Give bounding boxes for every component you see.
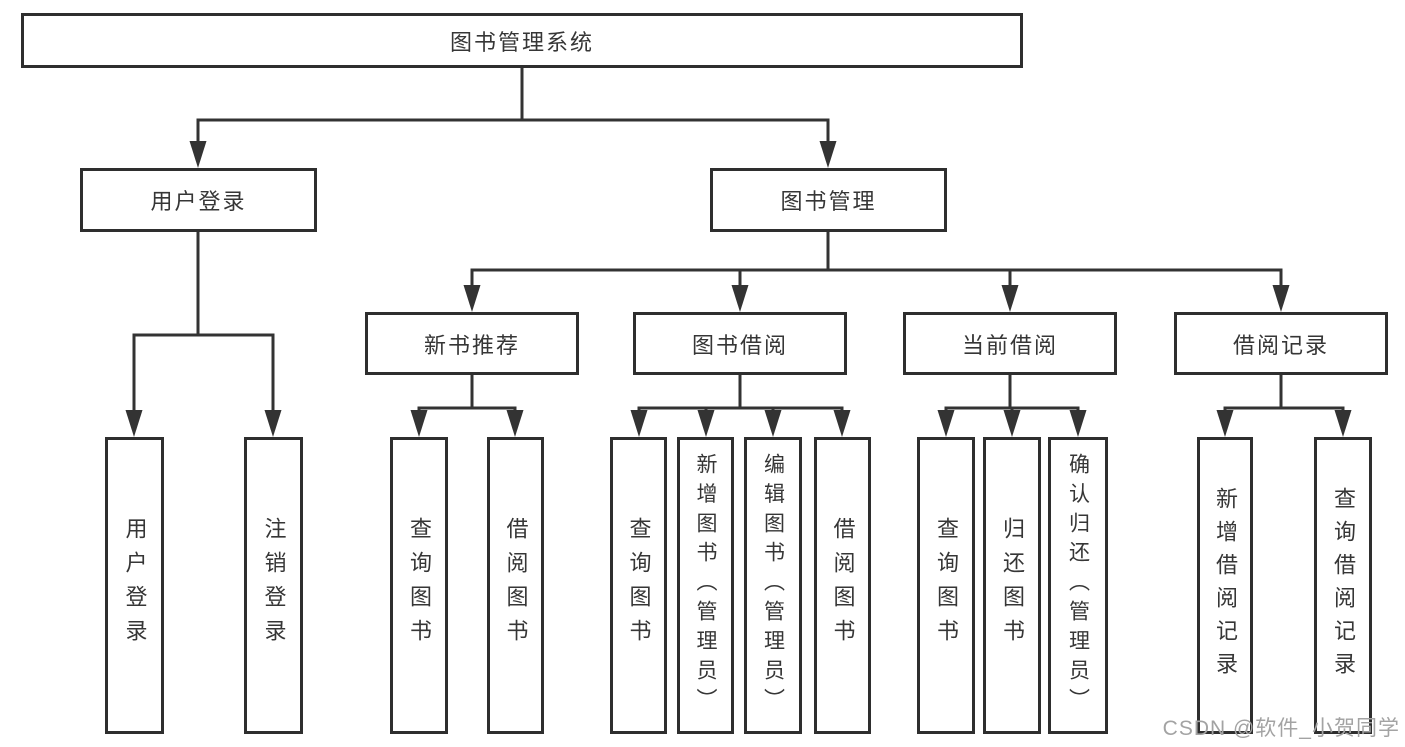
leaf-label: 编辑图书（管理员） <box>761 453 785 718</box>
node-user-login: 用户登录 <box>80 168 317 232</box>
leaf-label: 借阅图书 <box>830 517 856 654</box>
leaf-user-login: 用户登录 <box>105 437 164 734</box>
leaf-query-borrow-record: 查询借阅记录 <box>1314 437 1372 734</box>
csdn-watermark: CSDN @软件_小贺同学 <box>1162 717 1400 740</box>
leaf-edit-books-admin: 编辑图书（管理员） <box>744 437 802 734</box>
leaf-label: 新增图书（管理员） <box>694 453 717 718</box>
leaf-label: 归还图书 <box>1000 517 1025 654</box>
node-label: 当前借阅 <box>961 332 1058 358</box>
node-label: 图书管理 <box>780 189 877 214</box>
leaf-label: 查询图书 <box>934 517 959 654</box>
node-label: 用户登录 <box>150 189 247 214</box>
leaf-query-books-borrowing: 查询图书 <box>610 437 667 734</box>
leaf-label: 新增借阅记录 <box>1213 486 1238 685</box>
node-book-management: 图书管理 <box>710 168 947 232</box>
leaf-label: 确认归还（管理员） <box>1066 453 1090 718</box>
node-label: 新书推荐 <box>423 332 520 358</box>
leaf-label: 用户登录 <box>122 517 148 654</box>
leaf-label: 借阅图书 <box>503 517 529 654</box>
leaf-label: 注销登录 <box>261 517 287 654</box>
node-label: 图书借阅 <box>691 332 788 358</box>
leaf-borrow-books-recommend: 借阅图书 <box>487 437 544 734</box>
leaf-label: 查询借阅记录 <box>1331 486 1356 685</box>
leaf-borrow-books-borrowing: 借阅图书 <box>814 437 871 734</box>
leaf-label: 查询图书 <box>626 517 652 654</box>
node-label: 借阅记录 <box>1232 332 1329 358</box>
leaf-query-books-recommend: 查询图书 <box>390 437 448 734</box>
node-book-borrowing: 图书借阅 <box>633 312 847 375</box>
leaf-return-books: 归还图书 <box>983 437 1041 734</box>
leaf-label: 查询图书 <box>407 517 432 654</box>
leaf-query-books-current: 查询图书 <box>917 437 975 734</box>
leaf-confirm-return-admin: 确认归还（管理员） <box>1048 437 1108 734</box>
node-new-book-recommend: 新书推荐 <box>365 312 579 375</box>
node-borrowing-records: 借阅记录 <box>1174 312 1388 375</box>
node-current-borrowing: 当前借阅 <box>903 312 1117 375</box>
node-label: 图书管理系统 <box>449 29 594 55</box>
leaf-add-books-admin: 新增图书（管理员） <box>677 437 734 734</box>
leaf-logout: 注销登录 <box>244 437 303 734</box>
leaf-add-borrow-record: 新增借阅记录 <box>1197 437 1253 734</box>
node-library-management-system: 图书管理系统 <box>21 13 1023 68</box>
